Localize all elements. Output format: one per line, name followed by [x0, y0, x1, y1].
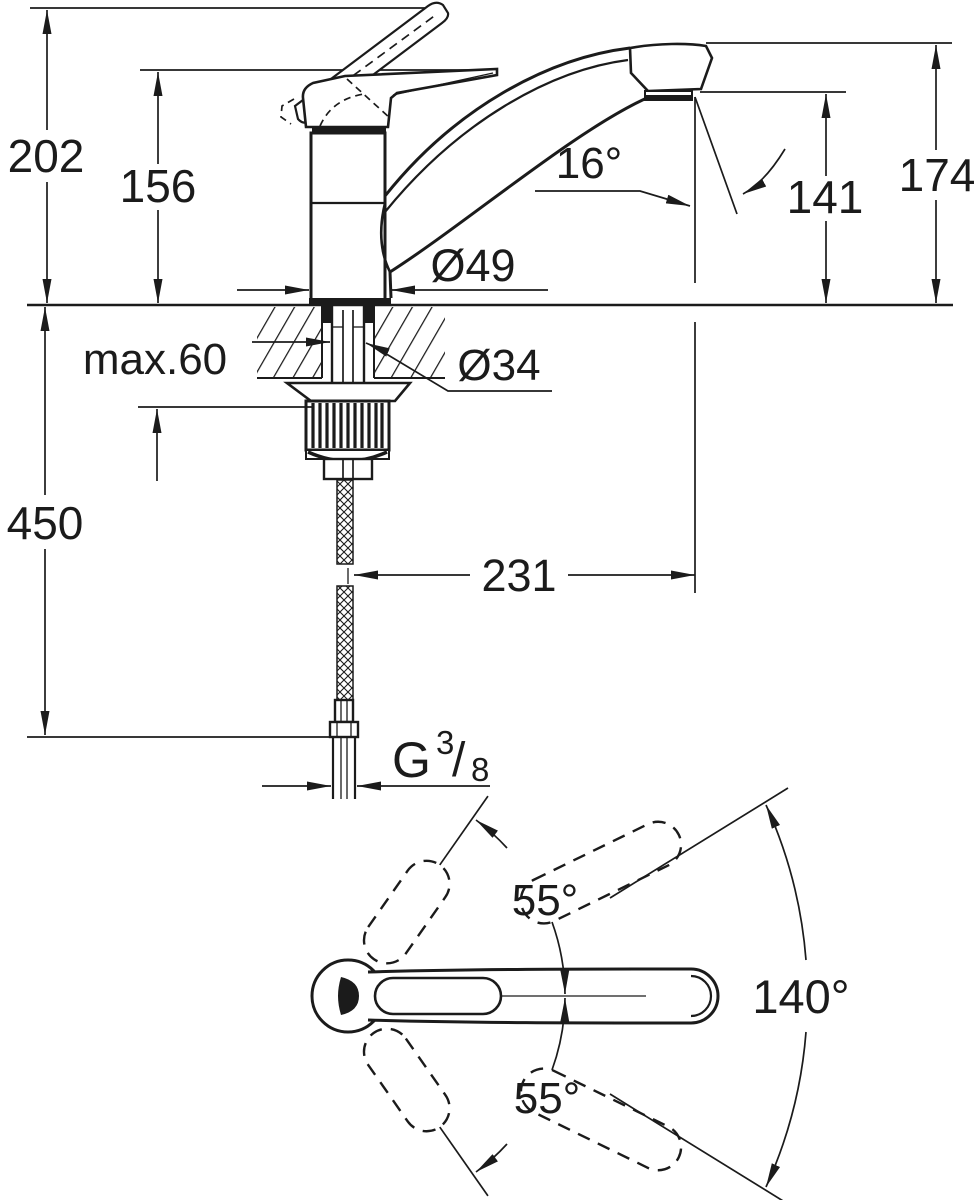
supply-hose	[328, 479, 360, 799]
handle-end-rim	[690, 974, 713, 1018]
dim-hose-drop-label: 450	[7, 497, 84, 549]
hose-guide	[322, 457, 374, 481]
dim-spout-top-height-label: 174	[899, 149, 976, 201]
fastening-assembly	[283, 381, 413, 481]
dim-swing-upper-label: 55°	[512, 876, 579, 925]
plan-view: 55° 55° 140°	[310, 787, 850, 1200]
pivot-mark	[338, 977, 359, 1015]
counter-cross-section	[257, 306, 445, 379]
lever-position-upper-140	[519, 820, 683, 925]
dim-overall-height-label: 202	[8, 130, 85, 182]
thread-numerator: 3	[436, 724, 454, 761]
dim-body-height-label: 156	[120, 160, 197, 212]
dim-base-diameter-label: Ø49	[430, 240, 515, 291]
spout	[380, 42, 714, 299]
lever-position-lower-55	[362, 1027, 489, 1197]
flange	[283, 381, 413, 403]
dim-max-counter-label: max.60	[83, 335, 227, 384]
base-plate	[309, 298, 391, 306]
hose-connector	[333, 698, 355, 724]
side-view: 202 156 16° 141 174 Ø49 Ø34 max.60 450 2…	[7, 1, 976, 799]
spout-head	[628, 42, 714, 93]
thread-g: G	[392, 732, 431, 788]
faucet-body	[309, 131, 387, 298]
dim-spout-angle-label: 16°	[556, 139, 623, 188]
dim-outlet-height-label: 141	[787, 171, 864, 223]
hose-nut	[328, 720, 360, 739]
dimension-lines	[27, 10, 952, 791]
nut-ribs	[311, 403, 384, 448]
swing-dimension-arcs	[475, 819, 570, 1173]
body-top-cap	[312, 127, 386, 134]
lever-handle-plan	[338, 967, 720, 1025]
thread-slash: /	[452, 734, 466, 787]
aerator-outlet	[646, 95, 691, 100]
dim-swing-lower-label: 55°	[514, 1074, 581, 1123]
lever-closed-position	[301, 67, 499, 129]
dim-hole-diameter-label: Ø34	[457, 341, 540, 390]
lever-position-upper-55	[362, 795, 489, 965]
dim-swivel-range-label: 140°	[752, 970, 849, 1023]
dim-spout-reach-label: 231	[481, 550, 556, 601]
swivel-dimension	[609, 787, 807, 1200]
dim-thread-label: G 3 / 8	[392, 724, 489, 788]
handle-slot	[373, 976, 503, 1016]
lever-position-lower-140	[519, 1067, 683, 1172]
thread-denominator: 8	[471, 751, 489, 788]
